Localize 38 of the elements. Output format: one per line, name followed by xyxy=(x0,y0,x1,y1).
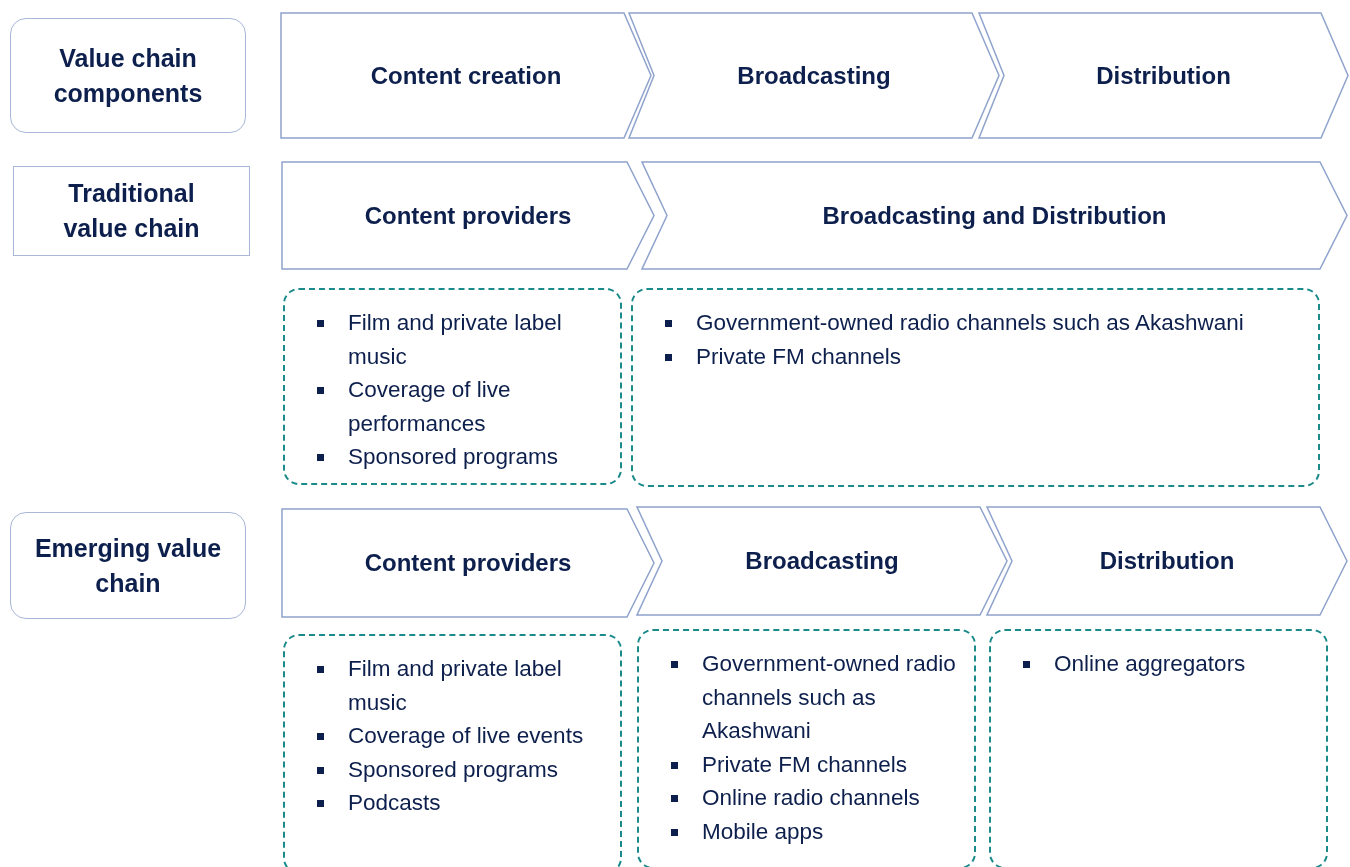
stage-label: Broadcasting xyxy=(744,547,900,575)
bullet-list-panel xyxy=(283,634,622,867)
chevron-stage xyxy=(628,12,1000,139)
row-header: Value chain components xyxy=(10,18,246,133)
bullet-list-panel xyxy=(631,288,1320,487)
bullet-item: Private FM channels xyxy=(696,342,902,371)
bullet-item: Coverage of live performances xyxy=(348,376,512,438)
bullet-item: Sponsored programs xyxy=(348,443,559,471)
chevron-stage xyxy=(280,12,652,139)
bullet-item: Government-owned radio channels such as Akashwani xyxy=(702,650,957,745)
stage-label: Broadcasting and Distribution xyxy=(821,201,1168,230)
bullet-item: Film and private label music xyxy=(348,309,563,371)
bullet-item: Online aggregators xyxy=(1054,650,1246,678)
chevron-stage xyxy=(986,506,1348,616)
bullet-list-panel xyxy=(989,629,1328,867)
chevron-stage xyxy=(978,12,1349,139)
bullet-item: Sponsored programs xyxy=(348,755,559,784)
bullet-item: Private FM channels xyxy=(702,750,908,779)
stage-label: Content providers xyxy=(363,201,573,230)
chevron-stage xyxy=(281,161,655,270)
bullet-item: Mobile apps xyxy=(702,817,824,846)
stage-label: Content creation xyxy=(369,61,563,90)
bullet-item: Coverage of live events xyxy=(348,722,584,750)
stage-label: Distribution xyxy=(1095,61,1232,90)
chevron-stage xyxy=(281,508,655,618)
bullet-item: Online radio channels xyxy=(702,784,920,812)
chevron-stage xyxy=(636,506,1008,616)
stage-label: Distribution xyxy=(1098,547,1236,575)
stage-label: Content providers xyxy=(363,549,573,577)
bullet-list-panel xyxy=(283,288,622,485)
chevron-stage xyxy=(641,161,1348,270)
bullet-item: Film and private label music xyxy=(348,655,563,717)
row-header: Traditional value chain xyxy=(13,166,250,256)
bullet-item: Podcasts xyxy=(348,789,441,817)
bullet-item: Government-owned radio channels such as Akashwani xyxy=(696,309,1244,337)
bullet-list-panel xyxy=(637,629,976,867)
stage-label: Broadcasting xyxy=(736,61,892,90)
row-header: Emerging value chain xyxy=(10,512,246,619)
